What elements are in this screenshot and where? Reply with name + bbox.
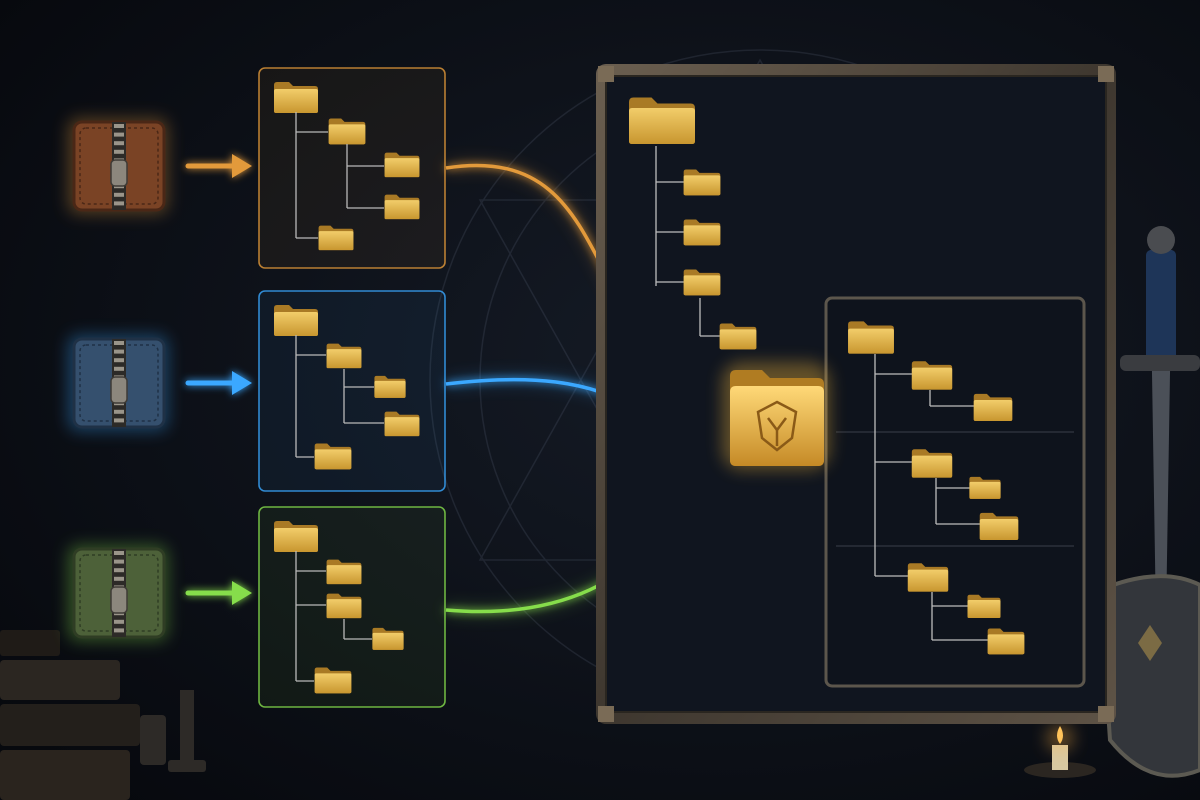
folder-icon [372,627,404,650]
folder-icon [969,476,1001,499]
zip-archive-icon [68,545,168,641]
arrow-icon [185,371,252,395]
merged-subfolder-tree [848,321,1025,655]
source-tree-panel [258,67,446,269]
folder-icon [326,559,362,585]
candlestick-icon [140,690,206,772]
books-icon [0,630,140,800]
source-trees [258,67,446,708]
folder-icon [274,305,318,336]
folder-icon [318,225,354,251]
folder-icon [328,118,366,145]
merged-tree [629,97,757,350]
candle-icon [1024,724,1096,778]
folder-icon [973,393,1013,421]
sword-icon [1120,226,1200,620]
arrow-icon [185,154,252,178]
folder-icon [274,521,318,552]
folder-icon [326,343,362,369]
zip-archive-icon [68,335,168,431]
folder-icon [629,97,695,144]
folder-icon [911,361,953,390]
merged-subfolder-panel [824,296,1086,688]
folder-icon [979,512,1019,540]
folder-icon [967,594,1001,618]
folder-icon [848,321,894,354]
folder-icon [314,443,352,470]
folder-icon [907,563,949,592]
folder-icon [314,667,352,694]
folder-icon [911,449,953,478]
folder-icon [374,375,406,398]
merged-folder-emblem-icon [756,400,798,452]
folder-icon [683,169,721,196]
source-tree-panel [258,290,446,492]
arrow-icon [185,581,252,605]
source-archives [68,118,252,641]
merged-folder-icon [722,362,830,470]
folder-icon [987,628,1025,655]
folder-icon [384,411,420,437]
folder-icon [683,269,721,296]
folder-icon [274,82,318,113]
folder-icon [384,194,420,220]
zip-archive-icon [68,118,168,214]
folder-icon [326,593,362,619]
shield-icon [1097,574,1200,778]
folder-icon [384,152,420,178]
folder-icon [719,323,757,350]
folder-icon [683,219,721,246]
source-tree-panel [258,506,446,708]
